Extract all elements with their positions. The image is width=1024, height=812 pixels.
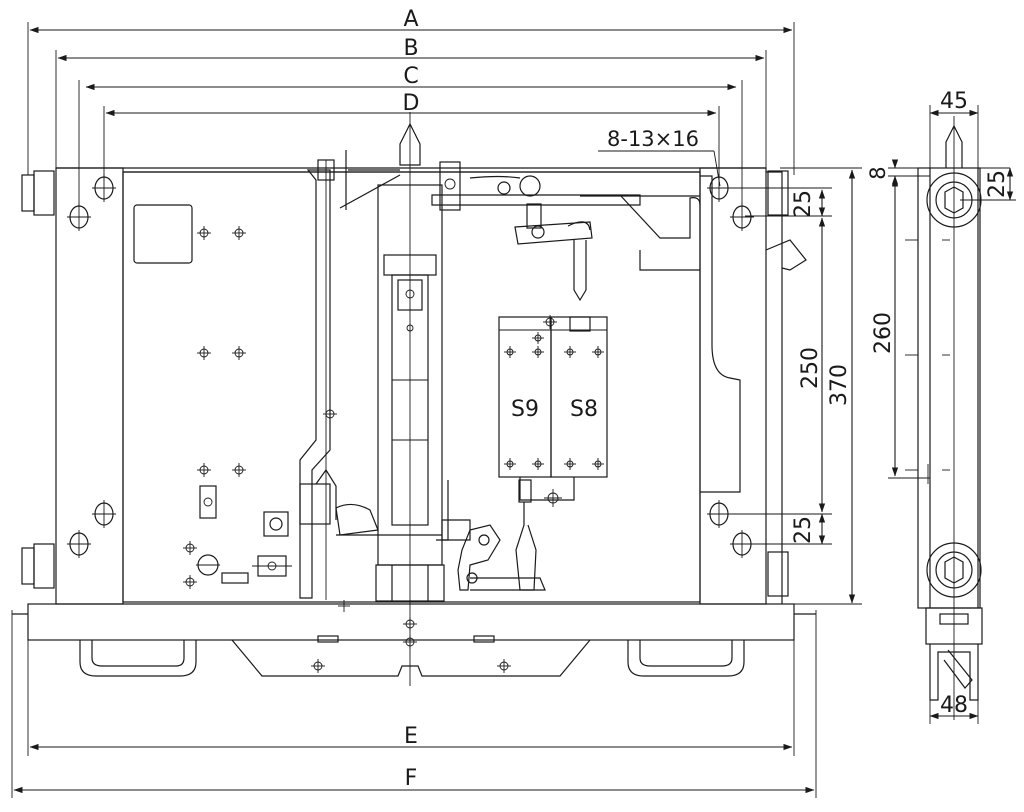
dim-b-label: B [403,36,418,61]
side-view [888,105,1016,724]
dim-c-label: C [403,64,418,89]
back-panel [122,171,701,603]
screw-points [183,226,557,589]
dim-370-label: 370 [827,364,852,406]
rod-tip [399,122,421,166]
left-bolts [21,170,789,597]
rod-base [375,564,445,602]
front-view [12,112,816,686]
dimension-lines [11,22,862,798]
dim-25-top-label: 25 [791,190,816,218]
dim-e-label: E [404,724,418,749]
dim-d-label: D [403,91,420,116]
side-dim-260-label: 260 [871,312,896,354]
right-side-plate [699,167,767,605]
side-dim-48-label: 48 [940,693,968,718]
left-side-plate [55,167,124,605]
side-body [917,167,981,609]
dim-a-label: A [403,7,418,32]
side-dim-45-label: 45 [940,89,968,114]
center-bracket [231,639,591,677]
dim-f-label: F [405,766,418,791]
hole-spec-label: 8-13×16 [607,127,699,151]
side-dim-8-label: 8 [866,166,890,179]
right-handle [627,640,745,677]
left-handle [79,640,197,677]
dim-250-label: 250 [798,347,823,389]
base-plate [27,603,795,641]
window-cutout [133,204,193,264]
side-dimension-labels: 45 8 25 260 48 [866,89,1010,718]
side-dim-25-label: 25 [985,170,1010,198]
dimension-labels: A B C D E F 8-13×16 25 250 370 25 [403,7,852,791]
switch-s8-label: S8 [570,397,598,422]
dim-25-bottom-label: 25 [791,516,816,544]
mounting-holes [67,174,754,558]
switch-s9-label: S9 [511,397,539,422]
